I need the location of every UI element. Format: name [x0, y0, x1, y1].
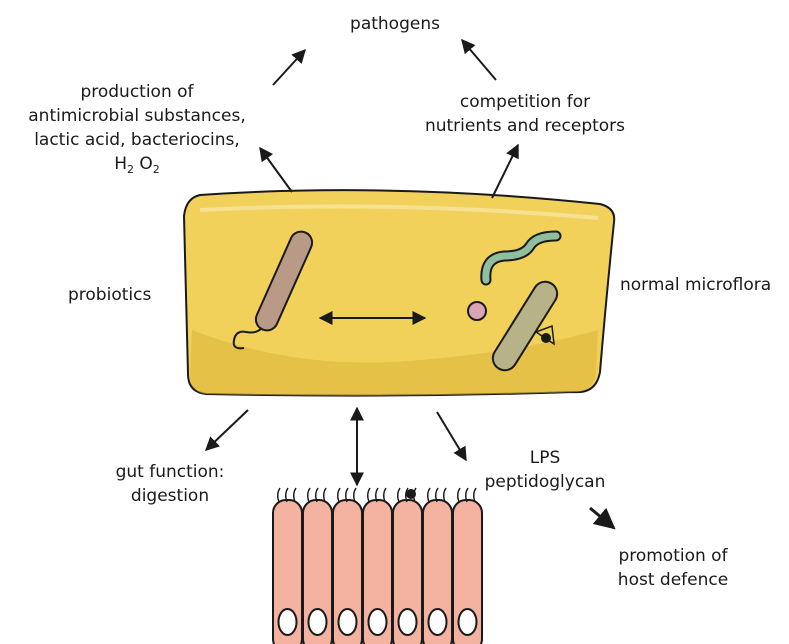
label-host-defence-line2: host defence — [598, 568, 748, 592]
label-antimicrobial-line2: antimicrobial substances, — [6, 104, 268, 128]
arrow-gut-function — [206, 410, 248, 450]
microvillus — [384, 488, 386, 502]
arrow-lps — [437, 412, 466, 460]
microflora-coccus — [468, 302, 486, 320]
label-pathogens: pathogens — [330, 12, 460, 36]
microvillus — [368, 488, 370, 502]
cell-nucleus — [459, 609, 477, 635]
microvillus — [398, 488, 400, 502]
microvillus — [458, 488, 460, 502]
cell-nucleus — [279, 609, 297, 635]
label-gut-function: gut function: digestion — [100, 460, 240, 508]
label-normal-microflora: normal microflora — [620, 273, 771, 297]
label-gut-function-line2: digestion — [100, 484, 240, 508]
cell-nucleus — [369, 609, 387, 635]
microvillus — [354, 488, 356, 502]
microvillus — [294, 488, 296, 502]
arrow-to-pathogens-left — [273, 50, 305, 85]
label-probiotics: probiotics — [68, 283, 151, 307]
microvillus — [324, 488, 326, 502]
label-competition: competition for nutrients and receptors — [420, 90, 630, 138]
cell-nucleus — [309, 609, 327, 635]
microvillus — [278, 488, 280, 502]
arrow-host-defence — [590, 508, 614, 528]
label-antimicrobial-line3: lactic acid, bacteriocins, — [6, 128, 268, 152]
arrow-to-pathogens-right — [462, 40, 496, 80]
arrow-competition — [492, 145, 518, 198]
label-lps-line1: LPS — [470, 446, 620, 470]
cell-nucleus — [429, 609, 447, 635]
label-lps-peptidoglycan: LPS peptidoglycan — [470, 446, 620, 494]
label-gut-function-line1: gut function: — [100, 460, 240, 484]
microvillus — [428, 488, 430, 502]
cell-nucleus — [399, 609, 417, 635]
epithelial-receptor-dot — [406, 489, 416, 499]
cell-nucleus — [339, 609, 357, 635]
label-competition-line2: nutrients and receptors — [420, 114, 630, 138]
epithelium — [273, 488, 482, 644]
label-antimicrobial-line1: production of — [6, 80, 268, 104]
microvillus — [308, 488, 310, 502]
microvillus — [444, 488, 446, 502]
label-host-defence: promotion of host defence — [598, 544, 748, 592]
label-antimicrobial-production: production of antimicrobial substances, … — [6, 80, 268, 178]
label-host-defence-line1: promotion of — [598, 544, 748, 568]
label-lps-line2: peptidoglycan — [470, 470, 620, 494]
label-competition-line1: competition for — [420, 90, 630, 114]
label-h2o2: H2 O2 — [6, 152, 268, 178]
microvillus — [338, 488, 340, 502]
